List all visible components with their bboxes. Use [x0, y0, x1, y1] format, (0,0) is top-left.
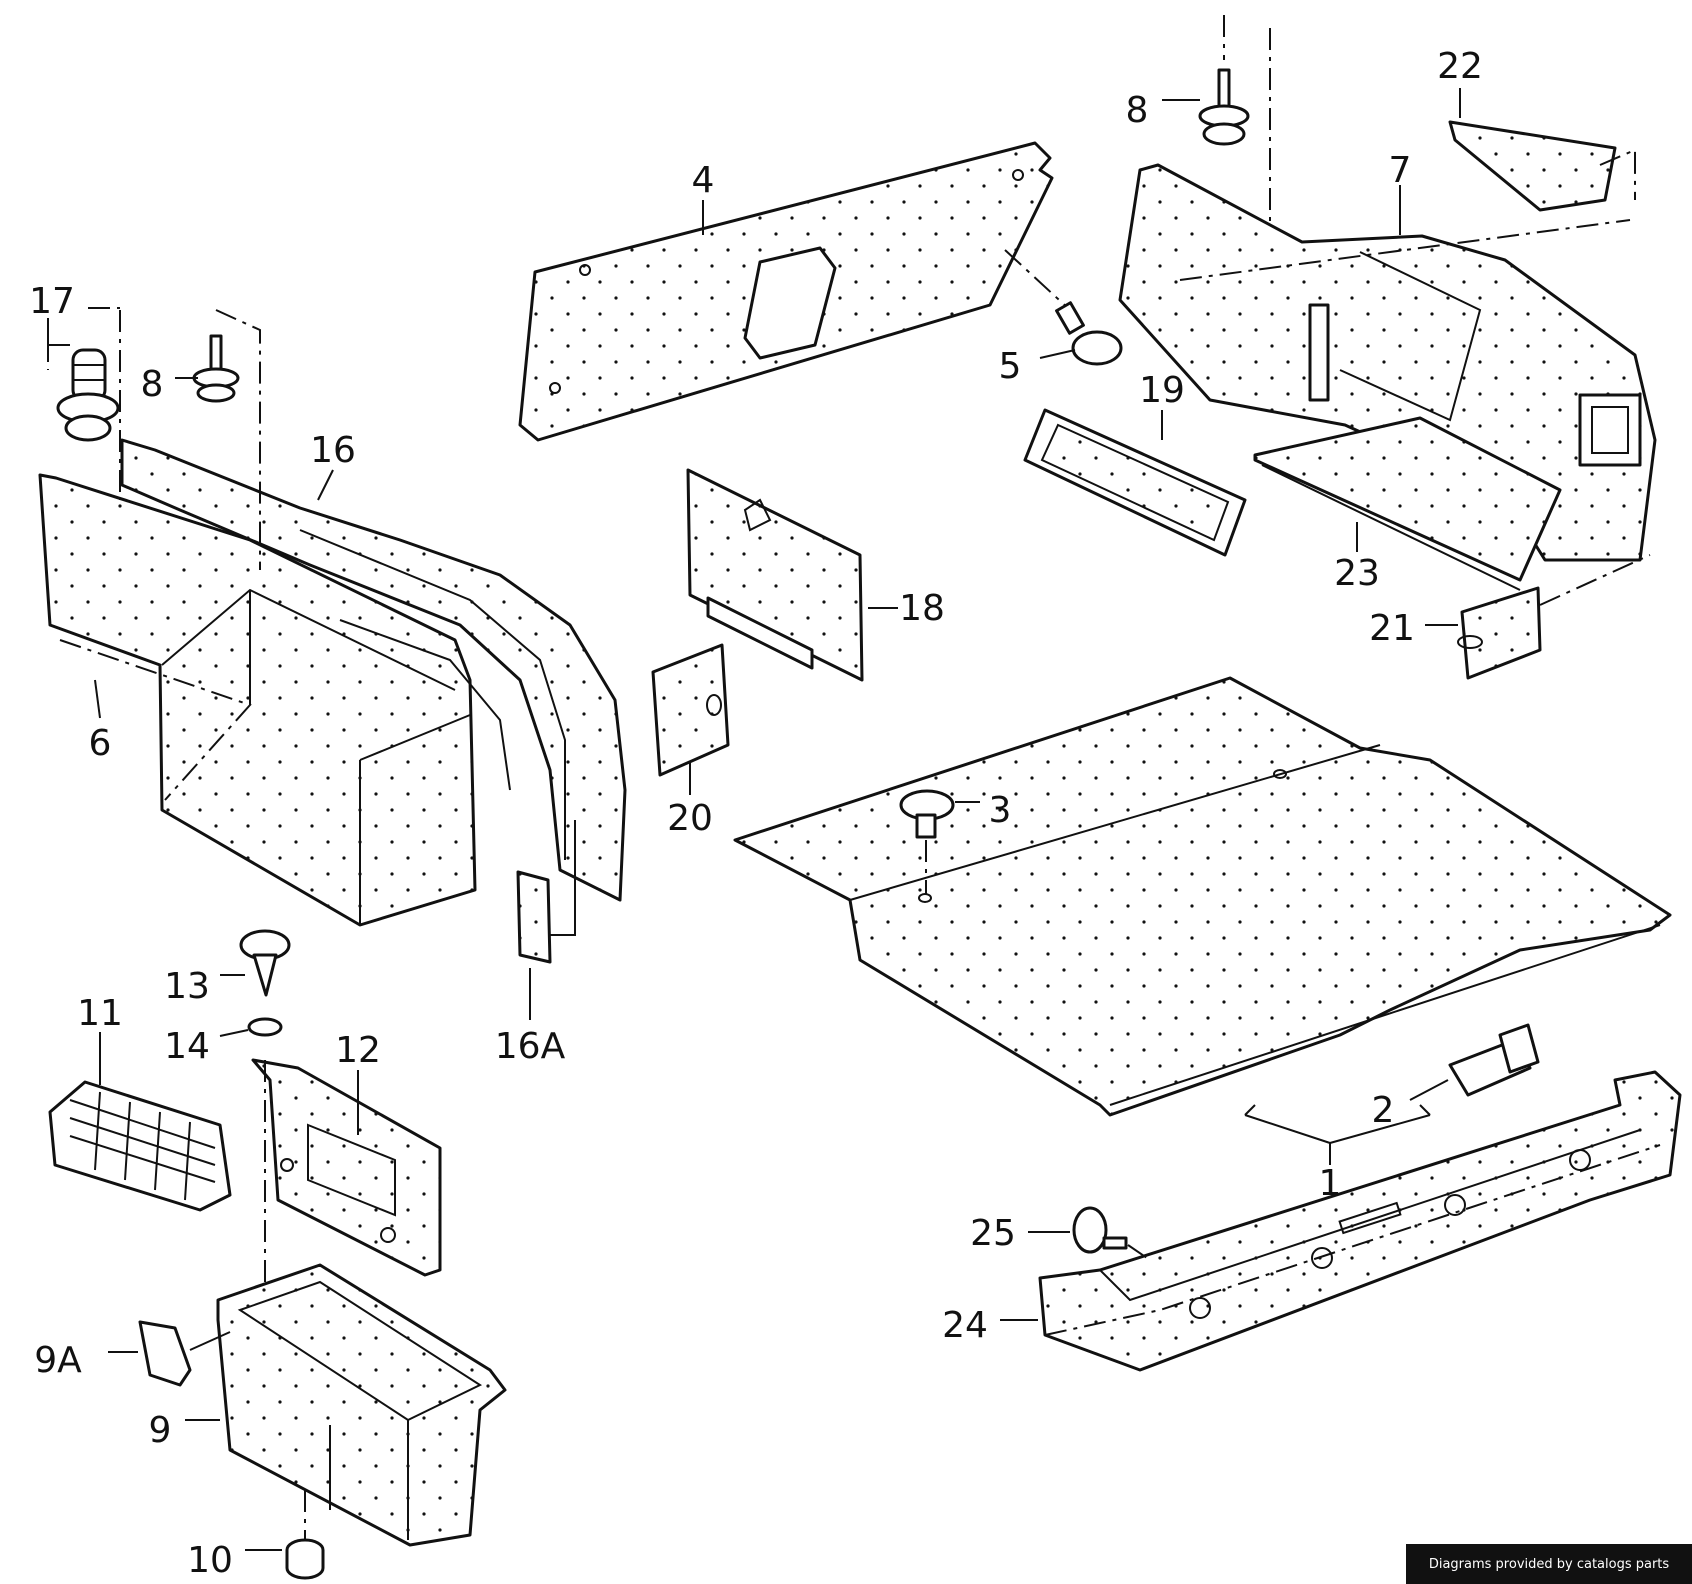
- callout-20: 20: [667, 798, 713, 839]
- callout-14: 14: [164, 1026, 210, 1067]
- credit-text: Diagrams provided by catalogs parts: [1428, 1556, 1670, 1572]
- part-10-bumper: [285, 1490, 325, 1580]
- callout-19: 19: [1139, 370, 1185, 411]
- leader-line-1: [1419, 1104, 1431, 1116]
- part-7-right-side-trim: [1118, 163, 1657, 562]
- callout-25: 25: [970, 1213, 1016, 1254]
- callout-24: 24: [942, 1305, 988, 1346]
- callout-9: 9: [149, 1410, 172, 1451]
- callout-9A: 9A: [34, 1340, 82, 1381]
- callout-17: 17: [29, 281, 75, 322]
- leader-line-16: [317, 469, 334, 501]
- callout-16: 16: [310, 430, 356, 471]
- leader-line-14: [219, 1029, 249, 1037]
- callout-5: 5: [999, 346, 1022, 387]
- part-1-floor-board: [733, 676, 1672, 1117]
- callout-1: 1: [1319, 1163, 1342, 1204]
- part-5-clip: [1004, 249, 1123, 366]
- part-23-strip: [1253, 416, 1562, 591]
- part-17-clip: [47, 307, 121, 500]
- callout-16A: 16A: [495, 1026, 566, 1067]
- part-14-washer: [247, 1017, 283, 1300]
- callout-10: 10: [187, 1540, 233, 1581]
- callout-8b: 8: [141, 364, 164, 405]
- callout-3: 3: [989, 790, 1012, 831]
- callout-12: 12: [335, 1030, 381, 1071]
- part-21-cover: [1457, 554, 1651, 680]
- part-19-panel: [1023, 408, 1247, 557]
- callout-13: 13: [164, 966, 210, 1007]
- leader-line-5: [1039, 349, 1076, 359]
- part-20-panel: [651, 643, 730, 777]
- credit-badge: Diagrams provided by catalogs parts: [1406, 1544, 1692, 1584]
- callout-6: 6: [89, 723, 112, 764]
- part-9-storage-tray: [216, 1263, 507, 1547]
- part-6-left-side-trim: [38, 473, 477, 927]
- leader-line-6: [94, 679, 101, 719]
- callout-11: 11: [77, 993, 123, 1034]
- part-2-latch: [1448, 1023, 1540, 1097]
- part-13-screw: [239, 929, 291, 997]
- part-4-rear-panel: [518, 141, 1054, 442]
- leader-line-2: [1409, 1079, 1449, 1101]
- callout-8a: 8: [1126, 90, 1149, 131]
- part-18-panel: [686, 468, 864, 682]
- part-8-stud-left: [192, 309, 261, 570]
- part-25-clip: [1072, 1206, 1151, 1261]
- callout-7: 7: [1389, 150, 1412, 191]
- leader-line-1: [1329, 1114, 1431, 1144]
- part-24-sill-trim: [1038, 1070, 1682, 1372]
- callout-2: 2: [1372, 1090, 1395, 1131]
- callout-4: 4: [692, 160, 715, 201]
- part-11-vent-grille: [48, 1080, 232, 1212]
- part-16A-pad: [516, 820, 576, 964]
- callout-21: 21: [1369, 608, 1415, 649]
- part-9A-cap: [138, 1320, 231, 1387]
- callout-23: 23: [1334, 553, 1380, 594]
- callout-18: 18: [899, 588, 945, 629]
- part-12-bracket-panel: [251, 1058, 442, 1277]
- leader-line-1: [1244, 1114, 1331, 1144]
- callouts: 12345678899A10111213141616A1718192021222…: [29, 46, 1483, 1581]
- leader-line-1: [1244, 1104, 1256, 1116]
- callout-22: 22: [1437, 46, 1483, 87]
- part-22-bracket: [1448, 120, 1636, 212]
- part-3-clip: [899, 789, 955, 895]
